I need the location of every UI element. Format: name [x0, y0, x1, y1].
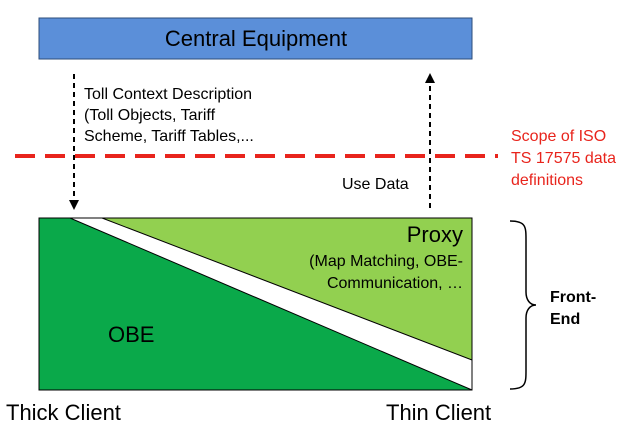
toll-context-line-2: (Toll Objects, Tariff: [84, 107, 216, 124]
scope-line-2: TS 17575 data: [511, 150, 616, 167]
front-end-brace: [509, 220, 537, 390]
toll-context-line-3: Scheme, Tariff Tables,...: [84, 128, 254, 145]
proxy-line-1: (Map Matching, OBE-: [309, 253, 463, 270]
central-equipment-box: [38, 17, 473, 60]
scope-line-1: Scope of ISO: [511, 128, 606, 145]
toll-context-line-1: Toll Context Description: [84, 86, 252, 103]
thick-client-label: Thick Client: [6, 400, 121, 425]
proxy-line-2: Communication, …: [327, 275, 463, 292]
use-data-label: Use Data: [342, 176, 409, 193]
thin-client-label: Thin Client: [386, 400, 491, 425]
obe-region: [38, 217, 473, 391]
proxy-region: [101, 217, 473, 361]
obe-label: OBE: [108, 322, 154, 347]
front-end-line-2: End: [550, 311, 580, 328]
front-end-line-1: Front-: [550, 289, 596, 306]
scope-line-3: definitions: [511, 172, 583, 189]
proxy-title: Proxy: [407, 222, 463, 247]
central-equipment-label: Central Equipment: [165, 26, 347, 51]
